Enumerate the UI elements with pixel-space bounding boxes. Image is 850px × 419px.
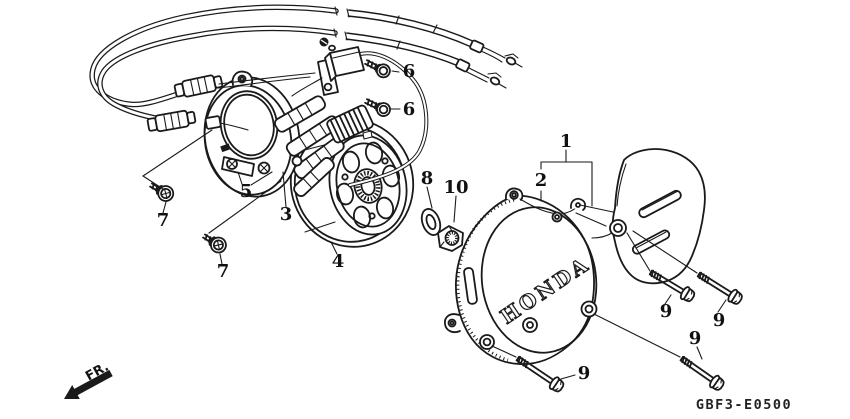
part-callout-9: 9 [577,363,591,384]
part-callout-1: 1 [559,131,573,152]
part-callout-9: 9 [659,301,673,322]
fr-direction-indicator: FR. [64,360,113,399]
wire-terminal [455,58,507,89]
cable-harness [89,4,523,133]
part-callout-9: 9 [688,328,702,349]
flange-bolt-9 [515,355,565,393]
stator-screw-right [257,161,271,175]
pickup-coil [291,37,429,187]
leader-lines [141,70,727,380]
part-callout-3: 3 [279,204,293,225]
stator-plate [203,70,374,198]
part-callout-10: 10 [443,177,469,198]
stator-coils [274,95,374,197]
screw-6a [364,59,391,79]
part-callout-6: 6 [402,99,416,120]
flange-bolt-9 [696,271,743,305]
screw-6b [364,98,391,117]
crankcase-cover: HONDA [444,187,614,365]
screw-7b [202,233,227,254]
diagram-code: GBF3-E0500 [696,397,792,413]
part-callout-6: 6 [402,61,416,82]
part-callout-7: 7 [216,261,230,282]
washer-8 [420,208,442,236]
part-callout-7: 7 [156,210,170,231]
screw-7a [149,182,175,202]
fr-arrow-icon [64,369,113,399]
bullet-connector [173,74,224,98]
flange-bolt-9 [679,355,725,391]
wire-terminal [469,39,523,68]
sprocket-guard [609,148,706,285]
part-callout-2: 2 [534,170,548,191]
bullet-connector [146,109,197,133]
part-callout-8: 8 [420,168,434,189]
part-callout-4: 4 [331,251,345,272]
flange-bolt-9 [648,269,696,303]
part-callout-5: 5 [239,181,253,202]
stator-screw-left [226,158,238,170]
part-callout-9: 9 [712,310,726,331]
nut-10 [437,225,464,252]
